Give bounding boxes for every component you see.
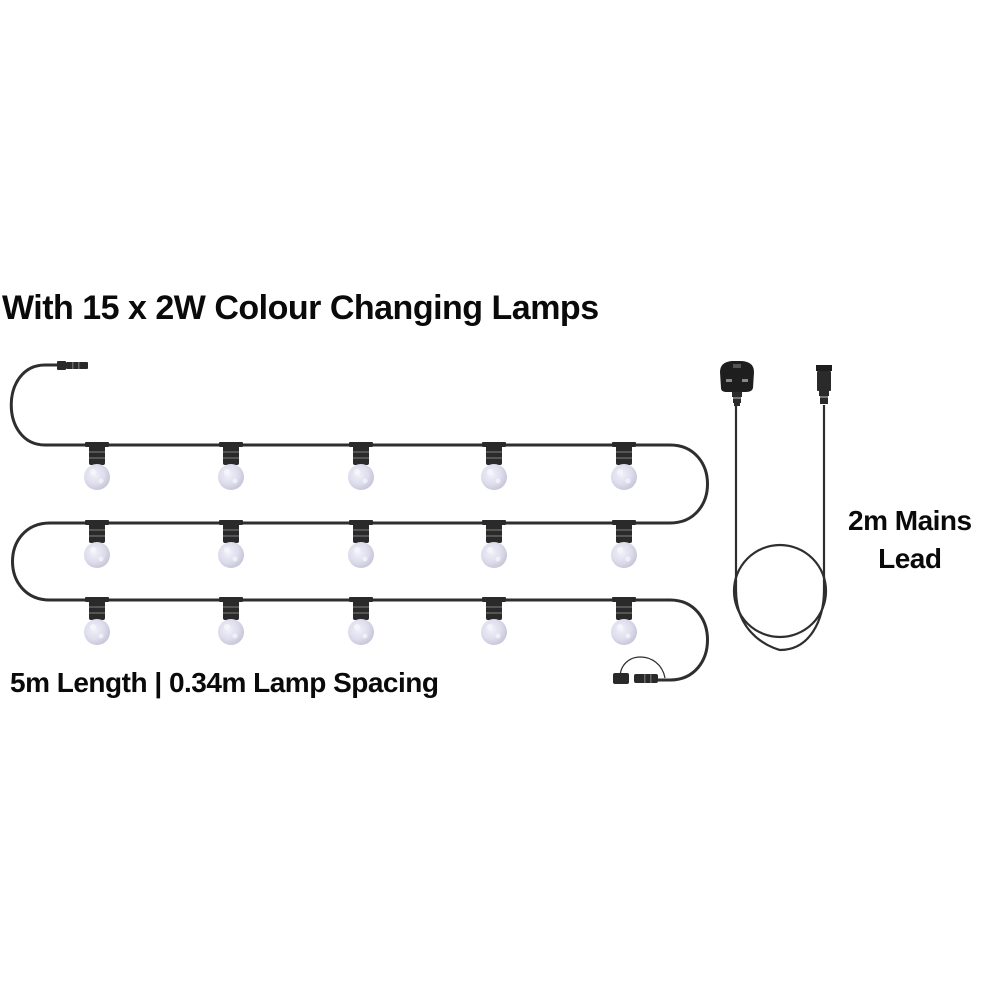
page-title: With 15 x 2W Colour Changing Lamps: [2, 289, 599, 327]
lamp-icon: [348, 442, 374, 490]
lamp-icon: [611, 597, 637, 645]
length-spacing-label: 5m Length | 0.34m Lamp Spacing: [10, 667, 439, 698]
end-cap-icon: [613, 656, 666, 684]
lamp-icon: [84, 442, 110, 490]
mains-lead: [720, 361, 832, 652]
lamp-icon: [218, 520, 244, 568]
lamp-icon: [84, 597, 110, 645]
lamp-icon: [481, 597, 507, 645]
mains-lead-label: 2m Mains Lead: [848, 502, 972, 578]
lamp-row-3: [84, 597, 637, 645]
uk-plug-icon: [720, 361, 754, 406]
lamp-icon: [218, 442, 244, 490]
lamp-icon: [348, 520, 374, 568]
connector-icon: [57, 361, 88, 370]
mains-lead-line2: Lead: [878, 543, 942, 574]
lamp-icon: [611, 520, 637, 568]
lamp-icon: [481, 520, 507, 568]
lamp-row-1: [84, 442, 637, 490]
lamp-icon: [611, 442, 637, 490]
lamp-icon: [218, 597, 244, 645]
lamp-icon: [348, 597, 374, 645]
connector-icon: [816, 365, 832, 404]
lamp-icon: [481, 442, 507, 490]
mains-lead-line1: 2m Mains: [848, 505, 972, 536]
lamp-icon: [84, 520, 110, 568]
lamp-row-2: [84, 520, 637, 568]
